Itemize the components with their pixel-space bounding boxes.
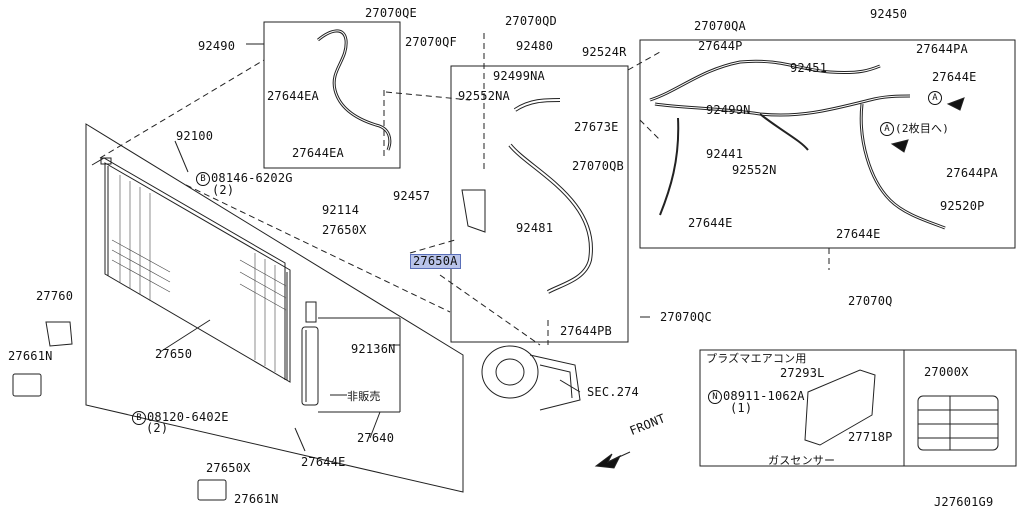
label-92499N: 92499N	[706, 103, 751, 117]
label-92481: 92481	[516, 221, 554, 235]
label-27661N-left: 27661N	[8, 349, 53, 363]
label-27070QF: 27070QF	[405, 35, 457, 49]
label-27070Q: 27070Q	[848, 294, 893, 308]
label-08146-text: 08146-6202G	[211, 171, 293, 185]
label-27644PA-bottom: 27644PA	[946, 166, 998, 180]
label-27644E-bottom: 27644E	[301, 455, 346, 469]
label-sec274[interactable]: SEC.274	[587, 385, 639, 399]
label-27644PB: 27644PB	[560, 324, 612, 338]
label-27000X: 27000X	[924, 365, 969, 379]
label-27644E-mid: 27644E	[688, 216, 733, 230]
label-08120-qty: (2)	[146, 421, 169, 435]
label-92490: 92490	[198, 39, 236, 53]
condenser-panel-outline	[85, 123, 464, 493]
label-92441: 92441	[706, 147, 744, 161]
label-92451: 92451	[790, 61, 828, 75]
label-92552NA: 92552NA	[458, 89, 510, 103]
label-27070QC: 27070QC	[660, 310, 712, 324]
label-27650X-upper: 27650X	[322, 223, 367, 237]
label-27070QB: 27070QB	[572, 159, 624, 173]
marker-a-right: A	[928, 91, 943, 105]
label-27644P: 27644P	[698, 39, 743, 53]
label-92136N: 92136N	[351, 342, 396, 356]
label-92499NA: 92499NA	[493, 69, 545, 83]
label-27661N-bottom: 27661N	[234, 492, 279, 506]
label-27644EA-lower: 27644EA	[292, 146, 344, 160]
label-08120-text: 08120-6402E	[147, 410, 229, 424]
diagram-id: J27601G9	[934, 495, 994, 509]
label-27070QD: 27070QD	[505, 14, 557, 28]
marker-a-icon: A	[880, 122, 894, 136]
label-nimaime-text: (2枚目へ)	[895, 122, 950, 135]
label-27644E-right: 27644E	[932, 70, 977, 84]
label-92480: 92480	[516, 39, 554, 53]
label-92100: 92100	[176, 129, 214, 143]
label-92114: 92114	[322, 203, 360, 217]
plasma-option-box	[699, 349, 1017, 467]
marker-b-icon: B	[196, 172, 210, 186]
label-27650: 27650	[155, 347, 193, 361]
label-27760: 27760	[36, 289, 74, 303]
label-27070QE: 27070QE	[365, 6, 417, 20]
label-27718P: 27718P	[848, 430, 893, 444]
hose-92490-box	[263, 21, 401, 169]
marker-a-icon-2: A	[928, 91, 942, 105]
label-92457: 92457	[393, 189, 431, 203]
hose-92480-box	[450, 65, 629, 343]
label-27644EA-upper: 27644EA	[267, 89, 319, 103]
label-27070QA: 27070QA	[694, 19, 746, 33]
label-27673E: 27673E	[574, 120, 619, 134]
label-27644E-right2: 27644E	[836, 227, 881, 241]
label-08911-qty: (1)	[730, 401, 753, 415]
marker-b-icon-2: B	[132, 411, 146, 425]
label-27650X-lower: 27650X	[206, 461, 251, 475]
condenser-core	[104, 162, 291, 383]
label-27644PA-top: 27644PA	[916, 42, 968, 56]
label-92552N: 92552N	[732, 163, 777, 177]
label-92450: 92450	[870, 7, 908, 21]
label-hihanbai: 非販売	[347, 390, 381, 403]
label-27640: 27640	[357, 431, 395, 445]
label-92520P: 92520P	[940, 199, 985, 213]
label-plasma-aircon: プラズマエアコン用	[706, 352, 807, 365]
label-gas-sensor: ガスセンサー	[768, 454, 836, 467]
label-27650A-highlighted[interactable]: 27650A	[410, 254, 461, 269]
marker-n-icon: N	[708, 390, 722, 404]
label-92524R: 92524R	[582, 45, 627, 59]
label-08146-qty: (2)	[212, 183, 235, 197]
label-nimaime: A(2枚目へ)	[880, 122, 949, 136]
pipe-92450-box	[639, 39, 1016, 249]
label-08911-text: 08911-1062A	[723, 389, 805, 403]
label-27293L: 27293L	[780, 366, 825, 380]
